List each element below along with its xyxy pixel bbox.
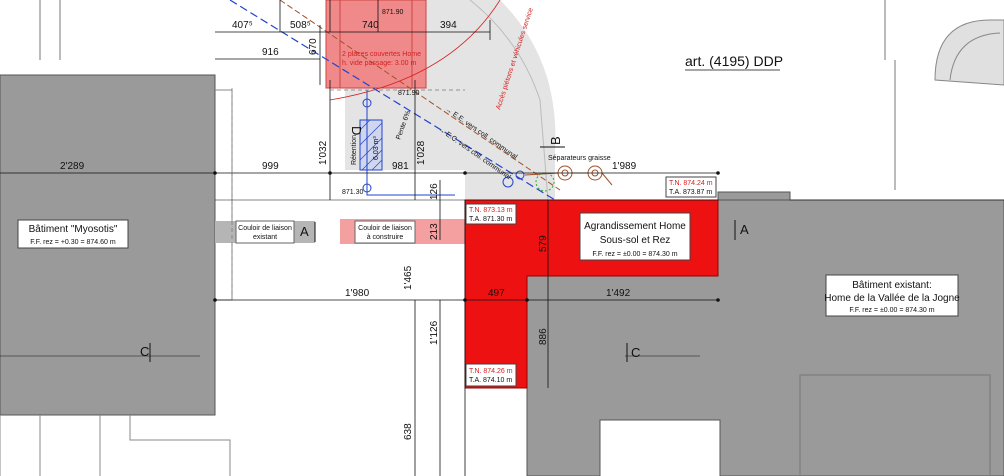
existing-corridor-2: existant <box>253 234 277 241</box>
dim-1465: 1'465 <box>403 265 414 290</box>
manhole-1 <box>362 98 372 108</box>
myosotis-name: Bâtiment "Myosotis" <box>29 224 118 235</box>
parking-line1: 2 places couvertes Home <box>342 51 421 58</box>
parking-alt-bottom: 871.90 <box>398 90 420 97</box>
tn-873-13-box <box>465 203 517 225</box>
myosotis-label-box <box>17 219 129 249</box>
parking-alt-top: 871.90 <box>382 9 404 16</box>
alt-871-30: 871.30 <box>342 189 364 196</box>
dim-2289: 2'289 <box>60 161 85 172</box>
myosotis-ff: F.F. rez = +0.30 = 874.60 m <box>30 239 116 246</box>
extension-name-1: Agrandissement Home <box>584 221 686 232</box>
existing-corridor-label-box <box>235 220 295 244</box>
section-a-right: A <box>740 222 749 237</box>
dim-981: 981 <box>392 161 409 172</box>
ee-pipe <box>229 0 556 201</box>
dim-394: 394 <box>440 20 457 31</box>
tn-874-24-box <box>665 176 717 198</box>
dim-999: 999 <box>262 161 279 172</box>
dim-1126: 1'126 <box>429 320 440 345</box>
dim-740: 740 <box>362 20 379 31</box>
dim-508: 508⁵ <box>290 20 311 31</box>
dim-1989: 1'989 <box>612 161 637 172</box>
extension-name-2: Sous-sol et Rez <box>600 235 671 246</box>
top-right-arch-inner <box>949 32 1001 81</box>
manhole-4 <box>515 170 525 180</box>
section-c-right: C <box>631 345 640 360</box>
tn-874-24: T.N. 874.24 m <box>669 180 713 187</box>
dim-579: 579 <box>538 235 549 252</box>
section-b: B <box>548 136 563 145</box>
green-manhole <box>535 172 555 192</box>
extension-ff: F.F. rez = ±0.00 = 874.30 m <box>592 251 677 258</box>
property-line <box>39 0 896 190</box>
parking-area <box>325 0 427 89</box>
parking-line2: h. vide passage: 3.00 m <box>342 60 416 67</box>
dim-1028: 1'028 <box>416 140 427 165</box>
existing-name-1: Bâtiment existant: <box>852 280 931 291</box>
manhole-2 <box>362 183 372 193</box>
dim-1980: 1'980 <box>345 288 370 299</box>
existing-home-stairs <box>799 374 991 476</box>
dim-1492: 1'492 <box>606 288 631 299</box>
parking-lines <box>339 0 413 88</box>
dim-407: 407⁵ <box>232 20 253 31</box>
dim-638: 638 <box>403 423 414 440</box>
section-c-left: C <box>140 344 149 359</box>
ta-871-30: T.A. 871.30 m <box>469 216 512 223</box>
new-corridor-2: à construire <box>367 234 404 241</box>
plan-title: art. (4195) DDP <box>685 53 783 69</box>
ta-874-10: T.A. 874.10 m <box>469 377 512 384</box>
existing-ff: F.F. rez = ±0.00 = 874.30 m <box>849 307 934 314</box>
separator-label: Séparateurs graisse <box>548 155 611 162</box>
dim-126: 126 <box>429 183 440 200</box>
retention-vol: 6.03 m³ <box>373 136 380 160</box>
tn-874-26-box <box>465 363 517 387</box>
section-lines <box>0 199 1004 357</box>
section-d: D <box>349 126 364 135</box>
new-corridor-1: Couloir de liaison <box>358 225 412 232</box>
dim-670: 670 <box>308 38 319 55</box>
tn-873-13: T.N. 873.13 m <box>469 207 513 214</box>
top-right-arch <box>934 19 1004 86</box>
dim-1032: 1'032 <box>318 140 329 165</box>
parcel-arc <box>329 0 501 101</box>
new-corridor-label-box <box>354 220 416 244</box>
dim-497: 497 <box>488 288 505 299</box>
section-a-left: A <box>300 224 309 239</box>
existing-corridor-1: Couloir de liaison <box>238 225 292 232</box>
extension-label-box <box>579 212 691 261</box>
dim-213: 213 <box>429 223 440 240</box>
retention-label: Rétention <box>351 135 358 165</box>
existing-label-box <box>825 274 959 317</box>
dim-886: 886 <box>538 328 549 345</box>
retention-hatch <box>359 119 383 171</box>
manhole-3 <box>502 176 514 188</box>
existing-name-2: Home de la Vallée de la Jogne <box>824 293 960 304</box>
blue-vertical-pipe <box>366 90 455 196</box>
dashed-outline <box>231 88 465 300</box>
access-road-curve <box>469 0 549 201</box>
dimension-ticks <box>213 171 720 302</box>
tn-874-26: T.N. 874.26 m <box>469 368 513 375</box>
dim-916: 916 <box>262 47 279 58</box>
ta-873-87: T.A. 873.87 m <box>669 189 712 196</box>
